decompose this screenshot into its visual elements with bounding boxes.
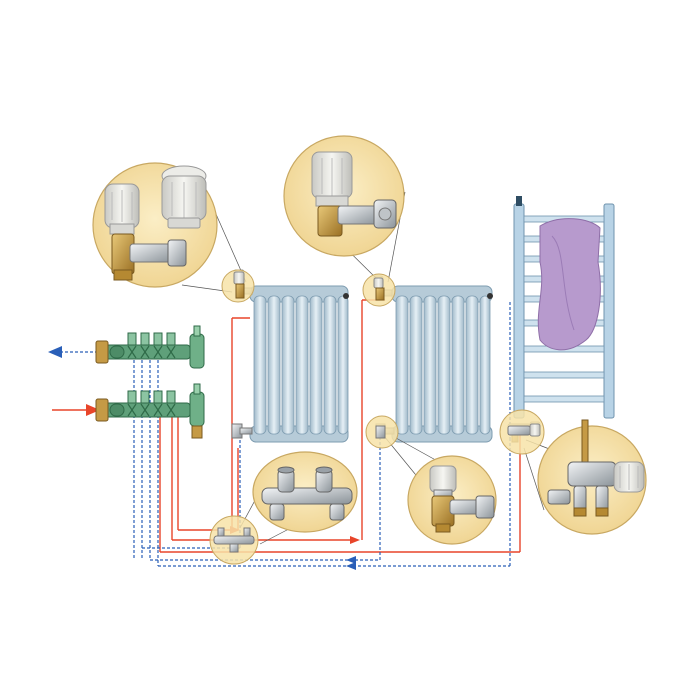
probe-tube (581, 419, 589, 467)
single-point-valve-detail (537, 419, 647, 535)
thermostatic-head (104, 183, 140, 235)
thermostatic-valve-detail (92, 162, 218, 288)
valve-cap (429, 465, 457, 499)
left-radiator-lockshield-valve (231, 423, 253, 439)
angle-valve-detail (283, 135, 405, 257)
red-arrow-icon (350, 536, 360, 544)
valve-body (317, 199, 397, 237)
valve-body (547, 461, 617, 517)
return-manifold (95, 325, 205, 369)
valve-body (431, 495, 495, 533)
center-column-radiator (373, 275, 493, 443)
thermostatic-head (613, 461, 645, 493)
thermostatic-sensor-head (161, 165, 207, 229)
pipe-distributor-detail (252, 451, 358, 533)
left-column-radiator (231, 269, 349, 443)
lockshield-valve-detail (407, 455, 497, 545)
blue-arrow-icon (346, 556, 356, 564)
towel-warmer-radiator (507, 196, 615, 443)
thermostatic-head (311, 151, 353, 207)
pipe-distributor-fitting (213, 527, 255, 553)
red-arrow-icon (86, 404, 100, 416)
blue-arrow-icon (48, 346, 62, 358)
distributor-body (261, 466, 353, 521)
supply-manifold (95, 383, 205, 439)
valve-body (111, 233, 187, 281)
towel (537, 218, 601, 351)
blue-arrow-icon (346, 562, 356, 570)
manifold-assembly (48, 325, 205, 439)
